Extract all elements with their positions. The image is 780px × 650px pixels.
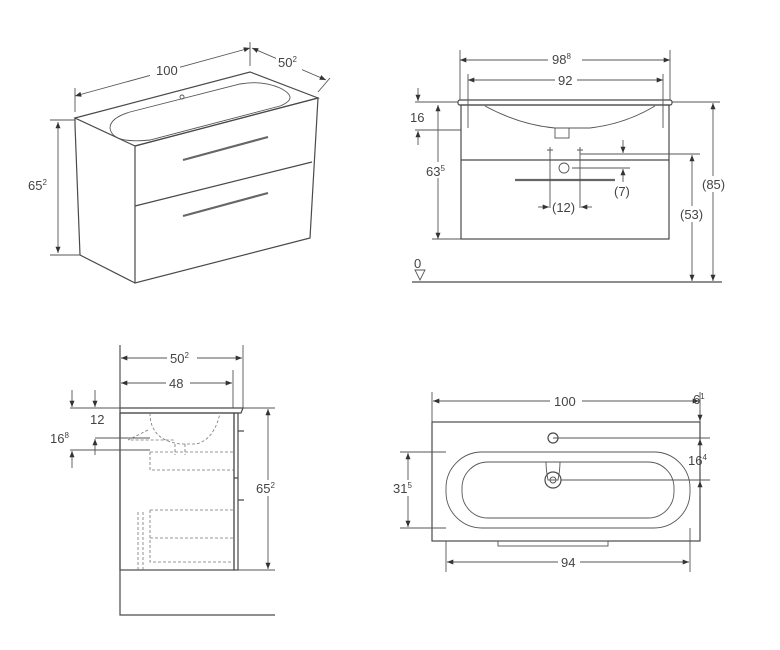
cabinet-body (119, 412, 235, 571)
outer-width-label: 988 (552, 52, 571, 67)
cabinet-height-label: 635 (426, 164, 445, 179)
top-thickness-label: 16 (410, 110, 424, 125)
tap-offset-label: 61 (693, 392, 705, 407)
top-view: 100 94 315 61 164 (392, 392, 710, 572)
basin-outline (445, 451, 691, 529)
side-depth-body-label: 48 (169, 376, 183, 391)
isometric-view: 100 502 652 (28, 42, 331, 284)
basin-depth-label: 168 (50, 431, 69, 446)
floor-level-marker (414, 269, 426, 282)
countertop (457, 99, 673, 106)
basin-width-label: 94 (561, 555, 575, 570)
basin-bowl (109, 82, 291, 142)
drain-height-label: (53) (680, 207, 703, 222)
drawer-handle-top (182, 135, 269, 162)
cabinet-top (73, 71, 320, 147)
front-view: 988 92 16 635 (7) (12) (53) (85) 0 (410, 50, 730, 283)
floor-level-label: 0 (414, 256, 421, 271)
drain-offset-label: 164 (688, 453, 707, 468)
drain-symbol (558, 162, 570, 174)
basin-depth-label: 315 (393, 481, 412, 496)
cabinet-side (74, 118, 136, 284)
drawer-edge (497, 540, 609, 547)
countertop (120, 407, 244, 414)
drain-offset-label: (7) (614, 184, 630, 199)
iso-height-label: 652 (28, 178, 47, 193)
cabinet-front (134, 97, 319, 284)
side-height-label: 652 (256, 481, 275, 496)
iso-depth-label: 502 (278, 55, 297, 70)
basin-inner (461, 461, 675, 519)
inner-width-label: 92 (558, 73, 572, 88)
total-height-label: (85) (702, 177, 725, 192)
drain-pipe (554, 127, 570, 139)
drawer-front (233, 412, 239, 571)
side-view: 502 48 168 12 652 (50, 345, 284, 616)
top-width-label: 100 (554, 394, 576, 409)
basin-outline (484, 105, 656, 129)
cabinet-body (460, 104, 670, 240)
overflow (545, 461, 561, 481)
drawer-handle-bottom (182, 191, 269, 218)
side-depth-total-label: 502 (170, 351, 189, 366)
tap-spacing-label: (12) (552, 200, 575, 215)
iso-width-label: 100 (156, 63, 178, 78)
drawer-divider (134, 161, 313, 207)
wall-and-floor (119, 345, 275, 616)
countertop-outline (431, 421, 701, 542)
basin-inner-label: 12 (90, 412, 104, 427)
